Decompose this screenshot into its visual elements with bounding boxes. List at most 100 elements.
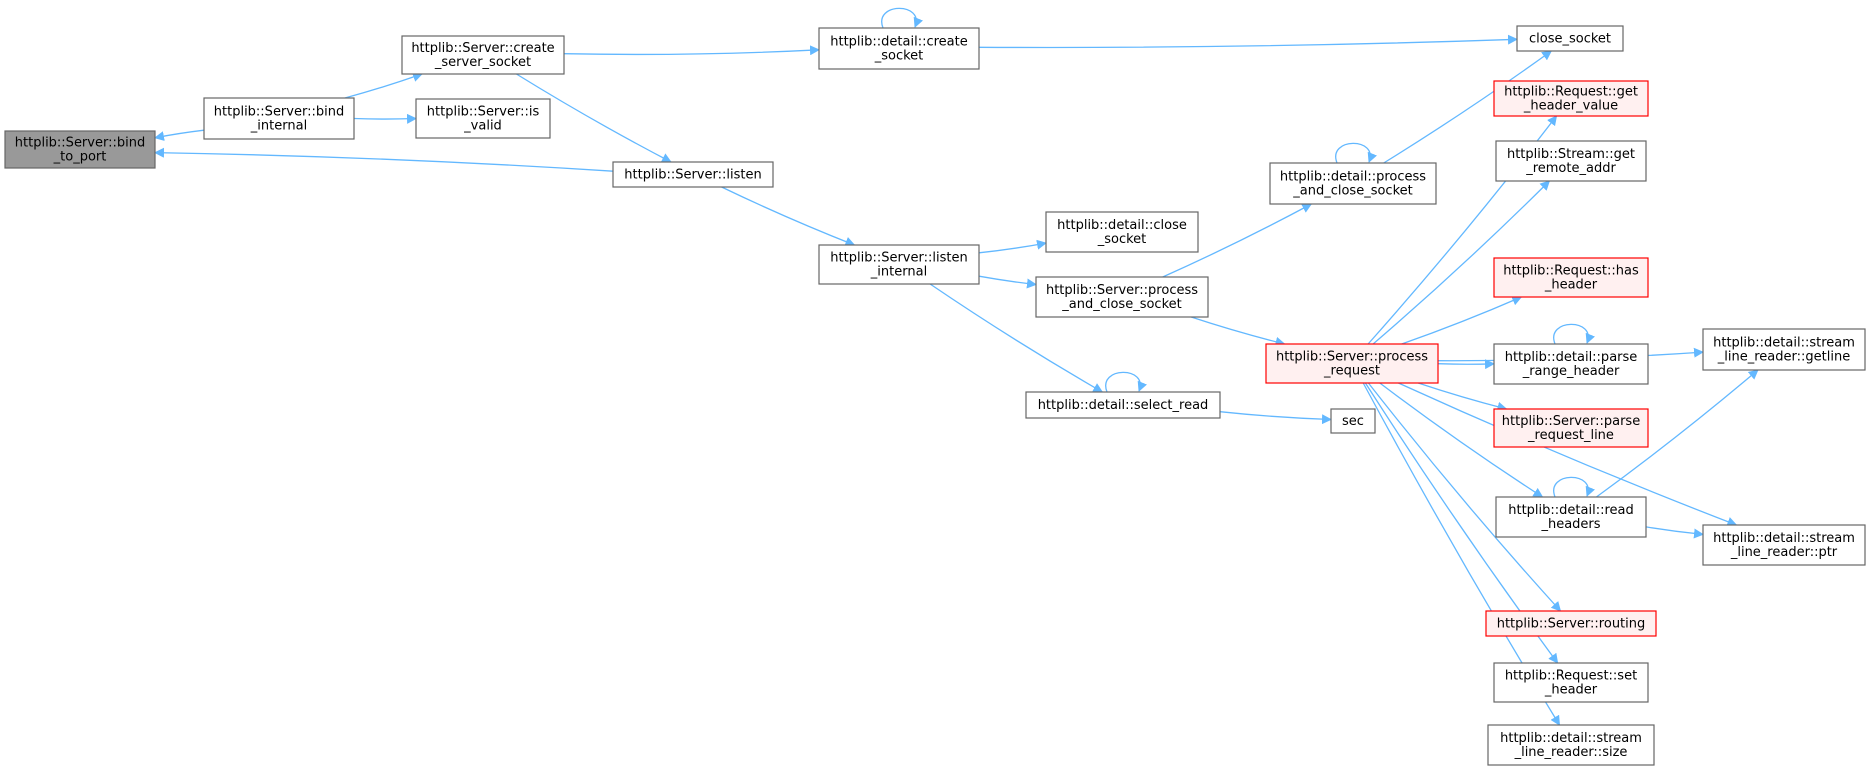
node-parse-range-header[interactable]: httplib::detail::parse_range_header xyxy=(1493,343,1649,385)
edge-process_request-to-routing xyxy=(1367,382,1562,612)
node-listen-internal[interactable]: httplib::Server::listen_internal xyxy=(818,244,980,285)
node-detail-process-and-close-socket[interactable]: httplib::detail::process_and_close_socke… xyxy=(1269,162,1437,205)
node-label-line: httplib::detail::read xyxy=(1508,503,1634,518)
edge-parse_range_header-to-parse_range_header xyxy=(1553,323,1595,345)
node-slr-ptr[interactable]: httplib::detail::stream_line_reader::ptr xyxy=(1702,524,1866,566)
node-box[interactable] xyxy=(4,130,156,169)
edge-process_request-to-parse_range_header xyxy=(1437,359,1495,370)
node-server-process-and-close-socket[interactable]: httplib::Server::process_and_close_socke… xyxy=(1035,276,1209,318)
node-label-line: _socket xyxy=(1097,232,1147,247)
node-box[interactable] xyxy=(1702,524,1866,566)
node-label-line: _line_reader::getline xyxy=(1717,350,1850,365)
node-set-header[interactable]: httplib::Request::set_header xyxy=(1493,662,1649,703)
node-label-line: httplib::Request::has xyxy=(1503,264,1639,279)
node-label-line: _internal xyxy=(250,119,307,134)
node-box[interactable] xyxy=(1035,276,1209,318)
edge-read_headers-to-slr_getline xyxy=(1596,369,1759,498)
node-process-request[interactable]: httplib::Server::process_request xyxy=(1265,343,1439,384)
node-box[interactable] xyxy=(612,161,774,188)
node-label-line: httplib::Server::routing xyxy=(1497,617,1646,632)
node-bind-internal[interactable]: httplib::Server::bind_internal xyxy=(203,97,355,140)
node-box[interactable] xyxy=(1495,496,1647,538)
node-get-remote-addr[interactable]: httplib::Stream::get_remote_addr xyxy=(1495,140,1647,182)
edge-process_request-to-has_header xyxy=(1401,296,1523,345)
node-label-line: httplib::Server::parse xyxy=(1502,414,1640,429)
edge-detail_create_socket-to-close_socket xyxy=(978,34,1518,49)
node-parse-request-line[interactable]: httplib::Server::parse_request_line xyxy=(1493,408,1649,448)
edge-detail_process_and_close_socket-to-close_socket xyxy=(1383,50,1553,164)
node-label-line: httplib::Server::listen xyxy=(830,251,967,266)
node-label-line: _valid xyxy=(463,119,502,134)
edge-detail_create_socket-to-detail_create_socket xyxy=(881,7,923,29)
node-label-line: httplib::Stream::get xyxy=(1507,147,1635,162)
node-label-line: httplib::detail::create xyxy=(830,35,967,50)
node-label-line: _line_reader::size xyxy=(1514,745,1628,760)
node-bind-to-port[interactable]: httplib::Server::bind_to_port xyxy=(4,130,156,169)
node-box[interactable] xyxy=(1265,343,1439,384)
node-label-line: httplib::detail::process xyxy=(1280,170,1426,185)
edge-detail_process_and_close_socket-to-detail_process_and_close_socket xyxy=(1335,142,1377,164)
node-box[interactable] xyxy=(1493,257,1649,298)
edge-listen_internal-to-detail_close_socket xyxy=(978,239,1047,254)
node-label-line: httplib::Server::bind xyxy=(15,136,145,151)
node-box[interactable] xyxy=(1495,140,1647,182)
node-slr-getline[interactable]: httplib::detail::stream_line_reader::get… xyxy=(1702,328,1866,371)
edge-server_process_and_close_socket-to-process_request xyxy=(1190,316,1286,347)
node-detail-close-socket[interactable]: httplib::detail::close_socket xyxy=(1045,211,1199,253)
node-box[interactable] xyxy=(401,35,565,75)
edge-listen_internal-to-server_process_and_close_socket xyxy=(978,275,1037,289)
node-box[interactable] xyxy=(1516,25,1624,52)
node-box[interactable] xyxy=(1493,408,1649,448)
node-slr-size[interactable]: httplib::detail::stream_line_reader::siz… xyxy=(1487,724,1655,766)
node-sec[interactable]: sec xyxy=(1330,408,1376,434)
edges-layer xyxy=(154,7,1759,726)
node-is-valid[interactable]: httplib::Server::is_valid xyxy=(415,98,551,139)
nodes-layer: httplib::Server::bind_to_porthttplib::Se… xyxy=(4,25,1866,766)
node-detail-create-socket[interactable]: httplib::detail::create_socket xyxy=(818,27,980,70)
node-box[interactable] xyxy=(415,98,551,139)
node-box[interactable] xyxy=(1025,391,1221,419)
node-box[interactable] xyxy=(1045,211,1199,253)
edge-read_headers-to-read_headers xyxy=(1553,476,1595,498)
edge-select_read-to-select_read xyxy=(1105,371,1147,393)
node-box[interactable] xyxy=(1487,724,1655,766)
node-box[interactable] xyxy=(818,244,980,285)
node-label-line: httplib::detail::close xyxy=(1057,218,1187,233)
node-box[interactable] xyxy=(1702,328,1866,371)
node-box[interactable] xyxy=(1485,610,1657,637)
node-label-line: httplib::Server::create xyxy=(411,41,554,56)
node-create-server-socket[interactable]: httplib::Server::create_server_socket xyxy=(401,35,565,75)
node-label-line: httplib::Server::process xyxy=(1276,350,1428,365)
edge-listen-to-listen_internal xyxy=(721,186,856,247)
node-listen[interactable]: httplib::Server::listen xyxy=(612,161,774,188)
node-box[interactable] xyxy=(818,27,980,70)
node-label-line: httplib::Server::bind xyxy=(214,105,344,120)
node-box[interactable] xyxy=(1493,343,1649,385)
node-label-line: httplib::detail::stream xyxy=(1713,336,1855,351)
edge-bind_internal-to-is_valid xyxy=(353,113,417,124)
node-routing[interactable]: httplib::Server::routing xyxy=(1485,610,1657,637)
edge-process_request-to-parse_request_line xyxy=(1417,382,1508,412)
node-box[interactable] xyxy=(203,97,355,140)
node-label-line: _range_header xyxy=(1522,364,1620,379)
node-label-line: _remote_addr xyxy=(1525,161,1616,176)
node-box[interactable] xyxy=(1493,80,1649,117)
node-get-header-value[interactable]: httplib::Request::get_header_value xyxy=(1493,80,1649,117)
node-box[interactable] xyxy=(1330,408,1376,434)
node-has-header[interactable]: httplib::Request::has_header xyxy=(1493,257,1649,298)
node-label-line: httplib::Server::listen xyxy=(624,168,761,183)
node-label-line: _request_line xyxy=(1527,428,1614,443)
edge-process_request-to-get_remote_addr xyxy=(1372,180,1551,345)
node-read-headers[interactable]: httplib::detail::read_headers xyxy=(1495,496,1647,538)
edge-bind_internal-to-bind_to_port xyxy=(154,129,205,142)
node-box[interactable] xyxy=(1269,162,1437,205)
node-label-line: httplib::Server::is xyxy=(427,105,540,120)
node-select-read[interactable]: httplib::detail::select_read xyxy=(1025,391,1221,419)
edge-create_server_socket-to-detail_create_socket xyxy=(563,45,820,56)
node-box[interactable] xyxy=(1493,662,1649,703)
node-label-line: _line_reader::ptr xyxy=(1730,545,1838,560)
node-close-socket[interactable]: close_socket xyxy=(1516,25,1624,52)
node-label-line: _header_value xyxy=(1523,99,1618,114)
edge-bind_internal-to-create_server_socket xyxy=(344,72,423,99)
